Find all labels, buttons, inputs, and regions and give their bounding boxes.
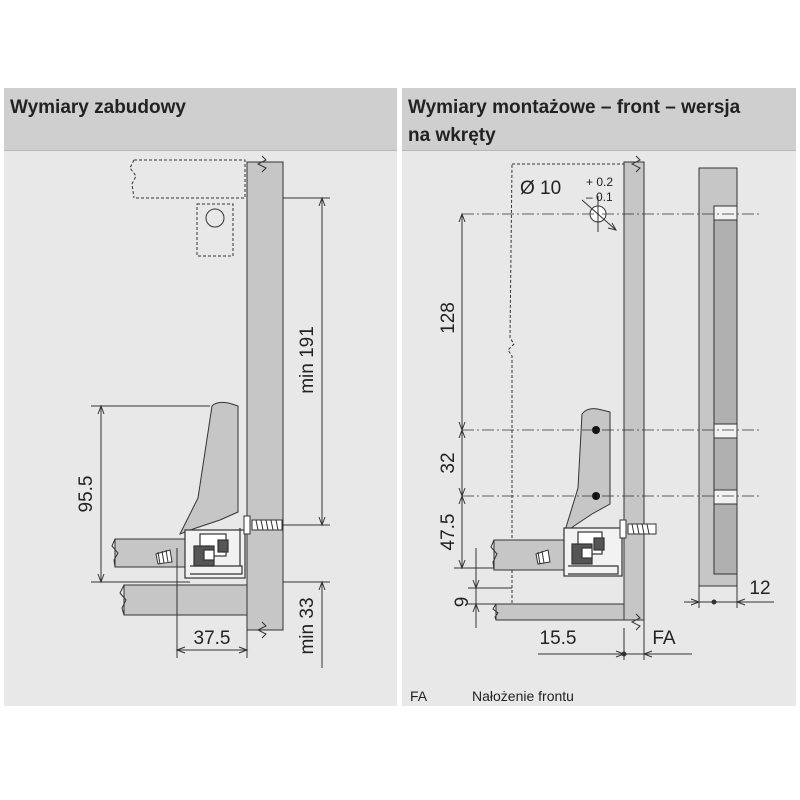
dim-12: 12 xyxy=(749,578,770,599)
dowel-dashed xyxy=(196,203,234,257)
side-panel xyxy=(246,155,284,639)
dim-hole-diameter: Ø 10 xyxy=(520,178,561,199)
dim-128: 128 xyxy=(438,302,459,334)
dim-tolerance-minus: – 0.1 xyxy=(586,190,613,204)
runner-mechanism xyxy=(563,527,623,577)
screw-small xyxy=(535,549,551,565)
dim-9: 9 xyxy=(452,597,473,608)
dim-47-5: 47.5 xyxy=(438,514,459,551)
panel-mounting-dimensions: Wymiary montażowe – front – wersja na wk… xyxy=(402,88,796,706)
drawer-side-profile xyxy=(178,401,239,535)
panel-title: Wymiary montażowe – front – wersja na wk… xyxy=(408,94,740,150)
legend-key: FA xyxy=(410,688,428,704)
mounting-drawing: Ø 10 + 0.2 – 0.1 128 32 47.5 9 15.5 FA 1… xyxy=(438,155,774,660)
screw-side xyxy=(619,519,657,539)
front-section-view xyxy=(698,167,738,587)
runner-mechanism xyxy=(184,528,246,579)
screw-side xyxy=(243,515,283,535)
panel-title-line2: na wkręty xyxy=(408,125,496,146)
center-lines xyxy=(462,213,762,497)
top-board-dashed xyxy=(129,159,246,199)
dim-32: 32 xyxy=(438,452,459,473)
side-board xyxy=(623,155,645,631)
panel-header: Wymiary montażowe – front – wersja na wk… xyxy=(402,88,796,151)
legend-text: Nałożenie frontu xyxy=(472,688,574,704)
dim-tolerance-plus: + 0.2 xyxy=(586,175,613,189)
dim-min-33: min 33 xyxy=(297,597,318,654)
dim-95-5: 95.5 xyxy=(76,476,97,513)
drawer-bottom xyxy=(490,539,565,571)
dim-15-5: 15.5 xyxy=(540,628,577,649)
dimension-lines xyxy=(454,212,774,660)
bottom-board xyxy=(119,584,248,616)
drawer-side-profile xyxy=(563,408,611,536)
bottom-board xyxy=(492,603,625,621)
legend: FA Nałożenie frontu xyxy=(410,686,796,710)
dim-fa: FA xyxy=(652,628,676,649)
screw-small xyxy=(155,549,173,565)
panel-header: Wymiary zabudowy xyxy=(4,88,397,151)
dim-37-5: 37.5 xyxy=(194,628,231,649)
dimension-lines xyxy=(91,196,330,668)
panel-title: Wymiary zabudowy xyxy=(10,97,186,118)
panel-installation-dimensions: Wymiary zabudowy xyxy=(4,88,397,706)
dim-min-191: min 191 xyxy=(297,326,318,394)
drawer-bottom xyxy=(111,538,186,568)
front-panel-dashed xyxy=(507,163,625,605)
panel-title-line1: Wymiary montażowe – front – wersja xyxy=(408,97,741,118)
installation-drawing: 95.5 min 191 min 33 37.5 xyxy=(76,155,330,668)
